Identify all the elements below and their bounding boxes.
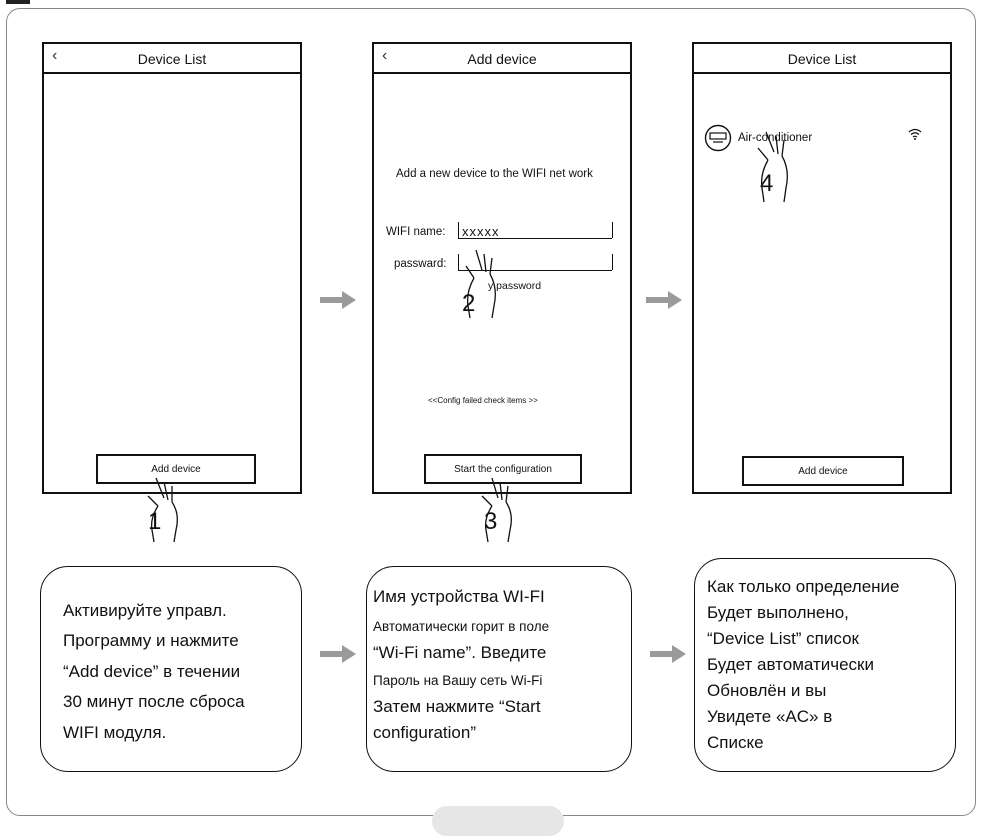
note-line: “Add device” в течении	[63, 662, 241, 681]
show-password-label[interactable]: y password	[488, 280, 542, 292]
phone-screen-1: ‹ Device List Add device	[42, 42, 302, 494]
note-line: “Device List” список	[707, 629, 859, 648]
note-line: 30 минут после сброса	[63, 692, 245, 711]
arrow-right-icon	[320, 291, 356, 309]
page-tab-pill	[432, 806, 564, 836]
back-chevron-icon[interactable]: ‹	[52, 47, 58, 64]
password-field-start	[458, 254, 459, 270]
password-label: passward:	[394, 258, 447, 270]
wifi-name-field-end	[612, 222, 613, 238]
instruction-note-1: Активируйте управл. Программу и нажмите …	[40, 566, 302, 772]
air-conditioner-icon	[704, 124, 732, 152]
wifi-name-label: WIFI name:	[386, 226, 446, 238]
note-line: Как только определение	[707, 577, 900, 596]
add-device-button[interactable]: Add device	[96, 454, 256, 484]
screen-header: Device List	[694, 44, 950, 74]
note-line: Увидете «AC» в	[707, 707, 833, 726]
tap-hand-icon	[757, 131, 788, 203]
arrow-right-icon	[646, 291, 682, 309]
note-line: Затем нажмите “Start	[373, 697, 541, 716]
note-line: Будет выполнено,	[707, 603, 849, 622]
arrow-right-icon	[320, 645, 356, 663]
screen-header: ‹ Device List	[44, 44, 300, 74]
note-line: Списке	[707, 733, 764, 752]
screen-title: Device List	[137, 51, 207, 67]
arrow-right-icon	[650, 645, 686, 663]
add-device-button[interactable]: Add device	[742, 456, 904, 486]
tap-hand-icon	[465, 249, 496, 319]
note-line: “Wi-Fi name”. Введите	[373, 643, 547, 662]
screen-title: Device List	[787, 51, 857, 67]
note-line: WIFI модуля.	[63, 723, 167, 742]
wifi-name-value[interactable]: xxxxx	[462, 224, 500, 239]
wifi-signal-icon	[908, 128, 922, 140]
screen-header: ‹ Add device	[374, 44, 630, 74]
note-line: Будет автоматически	[707, 655, 874, 674]
step-number-3: 3	[484, 508, 498, 535]
step-number-1: 1	[148, 508, 162, 535]
password-underline[interactable]	[458, 270, 612, 271]
phone-screen-3: Device List Air-conditioner Add device	[692, 42, 952, 494]
password-field-end	[612, 254, 613, 270]
config-failed-link[interactable]: <<Config failed check items >>	[428, 396, 538, 405]
wifi-name-underline	[458, 238, 612, 239]
add-device-prompt: Add a new device to the WIFI net work	[396, 168, 593, 180]
tap-hand-icon	[147, 477, 178, 543]
note-line: Автоматически горит в поле	[373, 619, 550, 634]
note-line: Обновлён и вы	[707, 681, 827, 700]
start-configuration-button[interactable]: Start the configuration	[424, 454, 582, 484]
phone-screen-2: ‹ Add device Add a new device to the WIF…	[372, 42, 632, 494]
instruction-note-3: Как только определение Будет выполнено, …	[694, 558, 956, 772]
top-bar-mark	[6, 0, 30, 4]
back-chevron-icon[interactable]: ‹	[382, 47, 388, 64]
instruction-note-2: Имя устройства WI-FI Автоматически горит…	[366, 566, 632, 772]
note-line: Пароль на Вашу сеть Wi-Fi	[373, 673, 543, 688]
tap-hand-icon	[481, 477, 512, 543]
note-line: Имя устройства WI-FI	[373, 587, 545, 606]
step-number-4: 4	[760, 170, 774, 197]
screen-title: Add device	[467, 51, 537, 67]
device-name[interactable]: Air-conditioner	[738, 132, 813, 144]
note-line: Программу и нажмите	[63, 631, 239, 650]
step-number-2: 2	[462, 290, 476, 317]
wifi-name-field-start	[458, 222, 459, 238]
note-line: configuration”	[373, 723, 477, 742]
note-line: Активируйте управл.	[63, 601, 227, 620]
